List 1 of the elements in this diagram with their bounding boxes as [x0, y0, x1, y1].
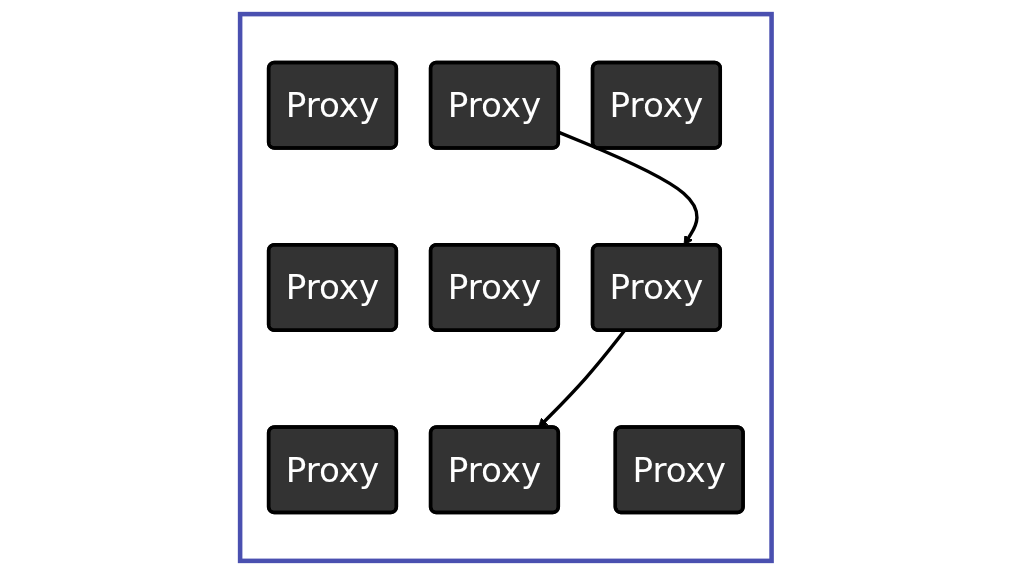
cluster — [237, 11, 774, 564]
